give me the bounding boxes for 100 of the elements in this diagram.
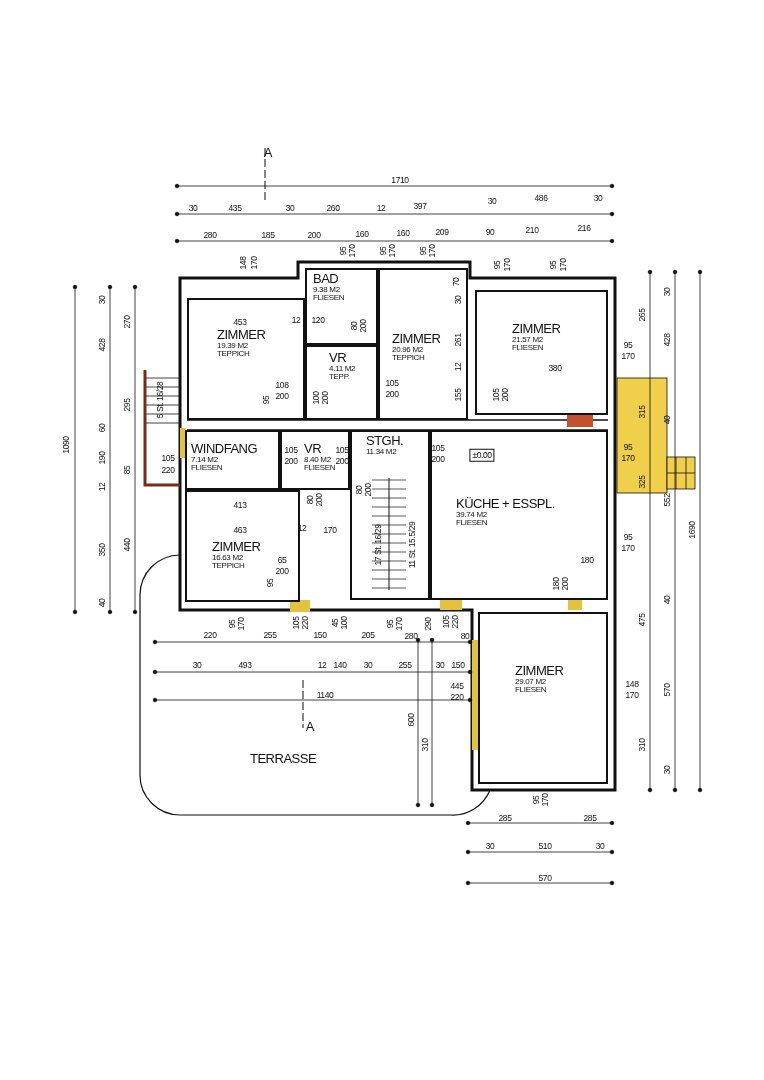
dimension-label: 380 (548, 363, 562, 373)
room (280, 430, 350, 490)
dimension-label: 552 (662, 493, 672, 507)
dimension-label: 200 (284, 456, 298, 466)
dimension-label: 30 (662, 765, 672, 775)
dimension-label: 170 (625, 690, 639, 700)
room (475, 290, 608, 415)
room (378, 268, 468, 420)
room-detail: FLIESEN (512, 344, 545, 353)
dimension-label: 493 (238, 660, 252, 670)
dimension-label: 12 (317, 660, 327, 670)
dimension-label: 200 (320, 391, 330, 405)
dimension-label: 148 (625, 679, 639, 689)
dimension-label: 155 (453, 388, 463, 402)
dimension-label: 170 (502, 258, 512, 272)
dimension-label: 200 (275, 391, 289, 401)
dimension-label: 170 (540, 793, 550, 807)
dimension-label: 350 (97, 543, 107, 557)
section-mark: A (305, 719, 315, 733)
room-name: TERRASSE (250, 752, 317, 766)
dimension-label: 200 (358, 319, 368, 333)
dimension-label: 170 (387, 244, 397, 258)
stair-label: 17 St. 16/29 (373, 524, 383, 566)
room-name: ZIMMER (515, 664, 564, 678)
dimension-label: 200 (314, 493, 324, 507)
room (187, 298, 305, 420)
dimension-label: 160 (396, 228, 410, 238)
room (185, 490, 300, 602)
room-detail: TEPPICH (212, 562, 246, 571)
dimension-label: 280 (404, 631, 418, 641)
dimension-label: 200 (307, 230, 321, 240)
dimension-label: 190 (97, 451, 107, 465)
dimension-label: 220 (300, 616, 310, 630)
dimension-label: 170 (236, 617, 246, 631)
dimension-label: 30 (192, 660, 202, 670)
dimension-label: 40 (662, 415, 672, 425)
dimension-label: 200 (275, 566, 289, 576)
dimension-label: 70 (451, 277, 461, 287)
dimension-label: 95 (261, 395, 271, 405)
dimension-label: 95 (623, 340, 633, 350)
dimension-label: 180 (551, 577, 561, 591)
dimension-label: 105 (291, 616, 301, 630)
room-name: ZIMMER (512, 322, 561, 336)
dimension-label: 170 (558, 258, 568, 272)
room-detail: 16.63 M2 (212, 553, 244, 563)
room (305, 345, 378, 420)
dimension-label: 30 (97, 295, 107, 305)
room-detail: 39.74 M2 (456, 510, 488, 520)
room-detail: 4.11 M2 (329, 364, 356, 374)
stair-label: 11 St. 15.5/29 (407, 521, 417, 569)
dimension-label: 12 (291, 315, 301, 325)
room-detail: 21.57 M2 (512, 335, 544, 345)
dimension-label: 285 (498, 813, 512, 823)
room-detail: TEPPICH (217, 350, 251, 359)
room-detail: 19.39 M2 (217, 341, 249, 351)
dimension-label: 95 (531, 795, 541, 805)
room-detail: FLIESEN (313, 294, 345, 303)
room (430, 430, 608, 600)
dimension-label: 95 (265, 578, 275, 588)
dimension-label: 205 (361, 630, 375, 640)
dimension-label: 280 (203, 230, 217, 240)
room-name: ZIMMER (217, 328, 266, 342)
room-detail: FLIESEN (304, 464, 336, 473)
dimension-label: 30 (453, 295, 463, 305)
dimension-label: 170 (323, 525, 337, 535)
dimension-label: 140 (333, 660, 347, 670)
dimension-label: 1090 (61, 436, 71, 454)
dimension-label: 40 (97, 598, 107, 608)
dimension-label: 95 (378, 246, 388, 256)
dimension-label: 95 (338, 246, 348, 256)
room (185, 430, 280, 490)
dimension-label: 486 (534, 193, 548, 203)
room (305, 268, 378, 345)
dimension-label: 428 (662, 333, 672, 347)
dimension-label: 30 (435, 660, 445, 670)
room (350, 430, 430, 600)
dimension-label: 510 (538, 841, 552, 851)
dimension-label: 290 (423, 617, 433, 631)
room-name: STGH. (366, 434, 404, 448)
dimension-label: 1710 (391, 175, 409, 185)
dimension-label: 95 (227, 619, 237, 629)
room-name: ZIMMER (392, 332, 441, 346)
dimension-label: 105 (431, 443, 445, 453)
dimension-label: 295 (122, 398, 132, 412)
dimension-label: 148 (238, 256, 248, 270)
room-name: ZIMMER (212, 540, 261, 554)
room-detail: FLIESEN (515, 686, 548, 695)
dimension-label: 30 (485, 841, 495, 851)
room-detail: FLIESEN (456, 519, 489, 528)
dimension-label: 160 (355, 229, 369, 239)
dimension-label: 150 (451, 660, 465, 670)
dimension-label: 45 (330, 618, 340, 628)
dimension-label: 30 (285, 203, 295, 213)
dimension-label: 108 (275, 380, 289, 390)
dimension-label: 105 (284, 445, 298, 455)
room-detail: 29.07 M2 (515, 677, 547, 687)
dimension-label: 170 (621, 453, 635, 463)
dimension-label: 185 (261, 230, 275, 240)
dimension-label: 463 (233, 525, 247, 535)
dimension-label: 216 (577, 223, 591, 233)
